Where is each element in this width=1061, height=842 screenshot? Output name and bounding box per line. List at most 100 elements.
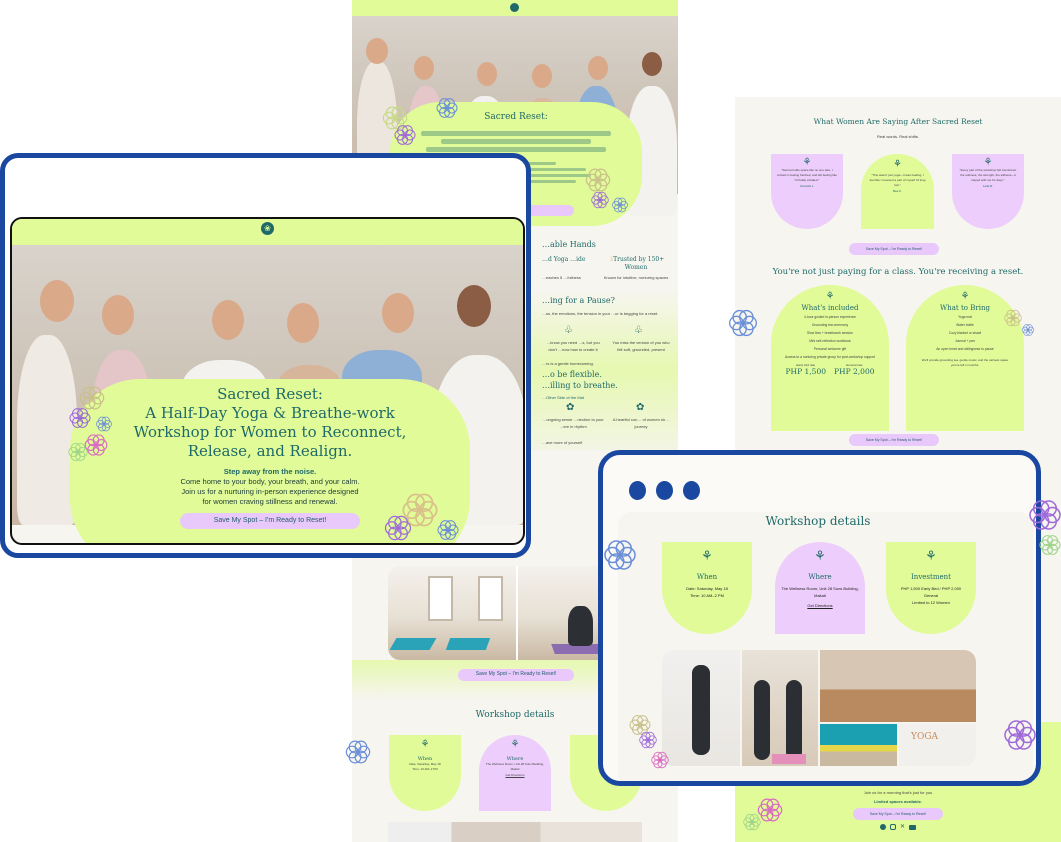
photo-woman-pose xyxy=(662,650,740,766)
flower-decoration-icon xyxy=(629,715,651,735)
footer-cta-button[interactable]: Save My Spot – I'm Ready to Reset! xyxy=(853,808,943,820)
flower-decoration-icon xyxy=(604,540,636,570)
flower-icon: ✿ xyxy=(566,402,575,413)
pause-item-2: You miss the version of you who felt sof… xyxy=(612,340,670,352)
facebook-icon[interactable] xyxy=(879,824,886,830)
flower-decoration-icon xyxy=(402,493,438,527)
details-zoom-frame: Workshop details ⚘ When Date: Saturday, … xyxy=(598,450,1041,786)
tablet-hero-card: Sacred Reset: A Half-Day Yoga & Breathe-… xyxy=(70,379,470,543)
where-card: ⚘ Where The Wellness Room, Unit 28 Suns … xyxy=(775,542,865,634)
details-heading: Workshop details xyxy=(765,514,871,528)
studio-photo-grid: YOGA xyxy=(662,650,976,766)
flower-decoration-icon xyxy=(591,191,609,209)
tulip-icon: ⚘ xyxy=(893,159,902,170)
list-item: Water bottle xyxy=(956,323,974,327)
photo-teal-studio xyxy=(820,724,897,766)
trust-1-text: …eaches 5 …fullness xyxy=(542,275,581,280)
pause-outro: …rs is a gentle homecoming. xyxy=(542,361,594,366)
early-price: PHP 1,500 xyxy=(785,367,827,376)
moon-icon: ☽ xyxy=(607,256,614,263)
investment-card: ⚘ Investment PHP 1,500 Early Bird / PHP … xyxy=(886,542,976,634)
list-item: Access to a nurturing private group for … xyxy=(784,355,876,359)
dot-icon xyxy=(629,481,646,500)
reset-heading: You're not just paying for a class. You'… xyxy=(772,267,1024,277)
flower-decoration-icon xyxy=(384,515,412,541)
flower-decoration-icon xyxy=(585,168,611,192)
benefit-1: …ongoing sense …nection to your …ere in … xyxy=(542,417,604,429)
testimonials-sub: Real words. Real shifts. xyxy=(876,134,919,139)
tree-icon: ♧ xyxy=(564,325,573,336)
testimonial-card: ⚘ "Sienna holds space like no one else. … xyxy=(771,154,843,229)
list-item: Mini self-reflection workbook xyxy=(809,339,851,343)
footer-line-1: Join us for a morning that's just for yo… xyxy=(863,790,933,795)
bring-note: We'll provide grounding tea, gentle musi… xyxy=(921,358,1009,367)
flower-decoration-icon xyxy=(1021,324,1035,336)
benefit-2: A heartful con… of women sh… journey xyxy=(612,417,670,429)
dot-icon xyxy=(656,481,673,500)
tulip-icon: ⚘ xyxy=(960,291,970,302)
tulip-icon: ⚘ xyxy=(925,548,937,563)
photo-yoga-sign: YOGA xyxy=(899,724,976,766)
flower-decoration-icon xyxy=(84,434,108,456)
photo-two-women xyxy=(742,650,818,766)
x-icon[interactable]: ✕ xyxy=(899,824,906,830)
tulip-icon: ⚘ xyxy=(701,548,713,563)
youtube-icon[interactable] xyxy=(909,824,917,830)
get-directions-link[interactable]: Get Directions xyxy=(807,603,833,608)
flower-decoration-icon xyxy=(743,813,761,831)
included-card: ⚘ What's included 4-hour guided in-perso… xyxy=(771,285,889,431)
flower-decoration-icon xyxy=(96,416,112,432)
flower-decoration-icon xyxy=(729,309,757,337)
when-card: ⚘ When Date: Saturday, May 18 Time: 10 A… xyxy=(662,542,752,634)
logo-icon[interactable]: ❀ xyxy=(261,222,274,235)
reset-cta-button[interactable]: Save My Spot – I'm Ready to Reset! xyxy=(849,434,939,446)
early-label: Early bird rate xyxy=(796,363,816,367)
tulip-icon: ⚘ xyxy=(814,548,826,563)
flower-decoration-icon xyxy=(79,386,105,410)
tulip-icon: ⚘ xyxy=(825,291,835,302)
hero-cta-button[interactable]: Save My Spot – I'm Ready to Reset! xyxy=(180,513,360,529)
trust-1-title: …d Yoga …ide xyxy=(542,256,586,263)
flower-icon: ✿ xyxy=(636,402,645,413)
tablet-mockup: ❀ Sacred Reset: A Half-Day Yoga & Breath… xyxy=(10,217,525,545)
logo-icon[interactable] xyxy=(510,3,519,12)
flex-heading-1: …o be flexible. xyxy=(542,370,602,379)
tulip-icon: ⚘ xyxy=(420,739,430,750)
tulip-icon: ⚘ xyxy=(510,739,520,750)
list-item: Journal + pen xyxy=(954,339,976,343)
pause-intro: …ss, the emotions, the tension in your …… xyxy=(542,311,659,316)
flower-decoration-icon xyxy=(69,408,91,428)
testimonials-cta-button[interactable]: Save My Spot – I'm Ready to Reset! xyxy=(849,243,939,255)
flower-decoration-icon xyxy=(437,520,459,540)
details-panel: Workshop details ⚘ When Date: Saturday, … xyxy=(618,512,1033,781)
list-item: Grounding tea ceremony xyxy=(811,323,849,327)
list-item: Slow flow + breathwork session xyxy=(806,331,854,335)
flower-decoration-icon xyxy=(1004,309,1022,327)
center-when-card: ⚘ When Date: Saturday, May 18 Time: 10 A… xyxy=(389,735,461,811)
list-item: Personal welcome gift xyxy=(813,347,847,351)
flower-decoration-icon xyxy=(1029,500,1061,530)
list-item: Cozy blanket or shawl xyxy=(948,331,982,335)
hero-body-1: Come home to your body, your breath, and… xyxy=(180,477,360,486)
flower-decoration-icon xyxy=(1004,720,1036,750)
pause-item-1: …know you need …s, but you don't …now ho… xyxy=(546,340,600,352)
photo-studio-room xyxy=(820,650,976,722)
flower-decoration-icon xyxy=(612,197,628,213)
center-cta-button[interactable]: Save My Spot – I'm Ready to Reset! xyxy=(458,669,574,681)
hero-title-line1: Sacred Reset: xyxy=(484,112,548,122)
flower-decoration-icon xyxy=(436,98,458,118)
testimonial-card: ⚘ "This wasn't just yoga—it was healing.… xyxy=(861,154,934,229)
list-item: Yoga mat xyxy=(958,315,972,319)
tulip-icon: ⚘ xyxy=(802,157,812,168)
trust-2-title: ☽Trusted by 150+ Women xyxy=(607,256,665,271)
footer-line-2: Limited spaces available. xyxy=(873,799,923,804)
site-header xyxy=(352,0,678,16)
instagram-icon[interactable] xyxy=(889,824,896,830)
window-dots xyxy=(629,481,700,500)
capable-hands-heading: …able Hands xyxy=(542,240,596,249)
hero-title-line1: Sacred Reset: xyxy=(217,385,323,403)
hero-body-3: for women craving stillness and renewal. xyxy=(202,497,338,506)
pause-heading: …ing for a Pause? xyxy=(542,296,615,305)
trust-2-text: Known for intuitive, nurturing spaces xyxy=(603,275,669,280)
